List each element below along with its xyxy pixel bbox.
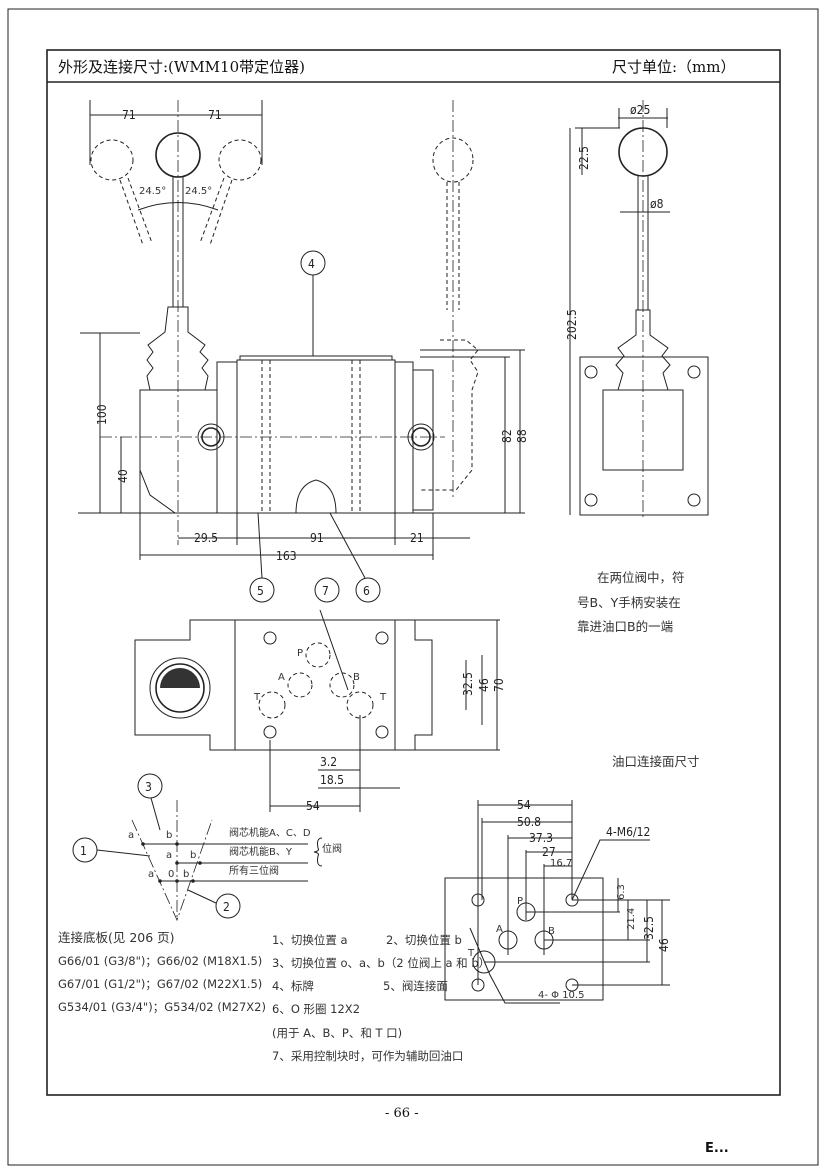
row1-a: a bbox=[128, 830, 134, 841]
iface-dim-27: 27 bbox=[542, 845, 556, 859]
iface-port-p: P bbox=[517, 896, 523, 907]
handle-knob-left-dashed bbox=[90, 139, 134, 181]
legend-2: 2、切换位置 b bbox=[386, 933, 462, 947]
content-frame bbox=[46, 49, 781, 1096]
interface-pattern: 54 50.8 37.3 27 16.7 P A B T 4-M6/12 4- … bbox=[444, 798, 671, 1004]
top-view: P A B T T 70 46 32.5 3.2 18.5 54 bbox=[134, 609, 506, 813]
callout-3: 3 bbox=[145, 780, 152, 794]
dim-stem-dia: ø8 bbox=[650, 197, 664, 211]
brace-label: 位阀 bbox=[322, 842, 342, 855]
angle-left: 24.5° bbox=[139, 186, 166, 197]
row2-a: a bbox=[166, 850, 172, 861]
subplate-item: G534/01 (G3/4")；G534/02 (M27X2) bbox=[58, 1000, 266, 1014]
hole-label: 4- Φ 10.5 bbox=[538, 990, 584, 1001]
subplate-title: 连接底板(见 206 页) bbox=[58, 930, 175, 945]
legend-6: 6、O 形圈 12X2 bbox=[272, 1002, 360, 1016]
dim-91: 91 bbox=[310, 531, 324, 545]
legend-7: 7、采用控制块时，可作为辅助回油口 bbox=[272, 1049, 463, 1063]
iface-dim-32-5: 32.5 bbox=[642, 916, 656, 940]
legend-5: 5、阀连接面 bbox=[383, 979, 448, 993]
dim-32-5: 32.5 bbox=[461, 672, 475, 696]
iface-dim-21-4: 21.4 bbox=[626, 908, 637, 930]
iface-dim-6-3: 6.3 bbox=[616, 884, 627, 900]
callout-6: 6 bbox=[363, 584, 370, 598]
angle-arc bbox=[137, 202, 219, 211]
legend-6-note: (用于 A、B、P、和 T 口) bbox=[272, 1026, 402, 1040]
subplate-item: G67/01 (G1/2")；G67/02 (M22X1.5) bbox=[58, 977, 262, 991]
dim-knob-height: 22.5 bbox=[577, 146, 591, 170]
dim-knob-dia: ø25 bbox=[630, 103, 650, 117]
brace bbox=[313, 837, 323, 867]
iface-dim-46: 46 bbox=[657, 938, 671, 952]
iface-port-a: A bbox=[496, 924, 503, 935]
dim-46: 46 bbox=[477, 678, 491, 692]
dim-100: 100 bbox=[95, 404, 109, 425]
callout-5: 5 bbox=[257, 584, 264, 598]
legend-4: 4、标牌 bbox=[272, 979, 314, 993]
iface-port-t: T bbox=[467, 948, 475, 959]
rubber-boot bbox=[146, 306, 209, 391]
side-note-line-2: 号B、Y手柄安装在 bbox=[577, 595, 681, 610]
iface-dim-50-8: 50.8 bbox=[517, 815, 541, 829]
dim-40: 40 bbox=[116, 469, 130, 483]
subplate-item: G66/01 (G3/8")；G66/02 (M18X1.5) bbox=[58, 954, 262, 968]
iface-dim-37-3: 37.3 bbox=[529, 831, 553, 845]
port-p: P bbox=[297, 648, 303, 659]
row3-0: 0 bbox=[168, 869, 174, 880]
handle-knob bbox=[155, 132, 201, 178]
handle-knob-right-dashed bbox=[218, 139, 262, 181]
callout-1: 1 bbox=[80, 844, 87, 858]
row2-label: 阀芯机能B、Y bbox=[229, 845, 293, 858]
legend-1: 1、切换位置 a bbox=[272, 933, 348, 947]
dim-18-5: 18.5 bbox=[320, 773, 344, 787]
dim-54: 54 bbox=[306, 799, 320, 813]
unit-label: 尺寸单位:（mm） bbox=[612, 58, 736, 76]
side-view: ø25 22.5 ø8 202.5 bbox=[565, 100, 709, 520]
dim-71-left: 71 bbox=[122, 108, 136, 122]
actuator-housing bbox=[139, 389, 218, 514]
front-view: 71 71 24.5° 24.5° 100 40 2 bbox=[78, 100, 529, 603]
dim-3-2: 3.2 bbox=[320, 755, 337, 769]
outer-frame bbox=[7, 8, 819, 1166]
page-title: 外形及连接尺寸:(WMM10带定位器) bbox=[58, 58, 305, 76]
dim-82: 82 bbox=[500, 429, 514, 443]
valve-body bbox=[236, 359, 396, 514]
row1-b: b bbox=[166, 830, 172, 841]
thread-label: 4-M6/12 bbox=[606, 825, 650, 839]
page-number: - 66 - bbox=[385, 1106, 419, 1121]
callout-2: 2 bbox=[223, 900, 230, 914]
iface-port-b: B bbox=[548, 926, 555, 937]
side-note-line-1: 在两位阀中，符 bbox=[597, 570, 685, 585]
port-t-left: T bbox=[253, 692, 261, 703]
row2-b: b bbox=[190, 850, 196, 861]
dim-21: 21 bbox=[410, 531, 424, 545]
port-a: A bbox=[278, 672, 285, 683]
iface-dim-54: 54 bbox=[517, 798, 531, 812]
side-note-line-3: 靠进油口B的一端 bbox=[577, 619, 673, 634]
row3-label: 所有三位阀 bbox=[229, 864, 279, 877]
dim-29-5: 29.5 bbox=[194, 531, 218, 545]
callout-4: 4 bbox=[308, 257, 315, 271]
port-section bbox=[295, 479, 337, 514]
iface-dim-16-7: 16.7 bbox=[550, 858, 572, 869]
footer-mark: E... bbox=[705, 1141, 729, 1156]
dim-88: 88 bbox=[515, 429, 529, 443]
callout-7: 7 bbox=[322, 584, 329, 598]
dim-71-right: 71 bbox=[208, 108, 222, 122]
port-b: B bbox=[353, 672, 360, 683]
nameplate bbox=[239, 355, 393, 361]
legend-3: 3、切换位置 o、a、b（2 位阀上 a 和 b） bbox=[272, 956, 490, 970]
dim-70: 70 bbox=[492, 678, 506, 692]
position-diagram: a b 阀芯机能A、C、D a b 阀芯机能B、Y a 0 b 所有三位阀 位阀… bbox=[72, 773, 342, 922]
row1-label: 阀芯机能A、C、D bbox=[229, 826, 311, 839]
row3-b: b bbox=[183, 869, 189, 880]
interface-title: 油口连接面尺寸 bbox=[612, 754, 700, 769]
dim-total-height: 202.5 bbox=[565, 309, 579, 340]
dim-163: 163 bbox=[276, 549, 297, 563]
row3-a: a bbox=[148, 869, 154, 880]
angle-right: 24.5° bbox=[185, 186, 212, 197]
port-t-right: T bbox=[379, 692, 387, 703]
